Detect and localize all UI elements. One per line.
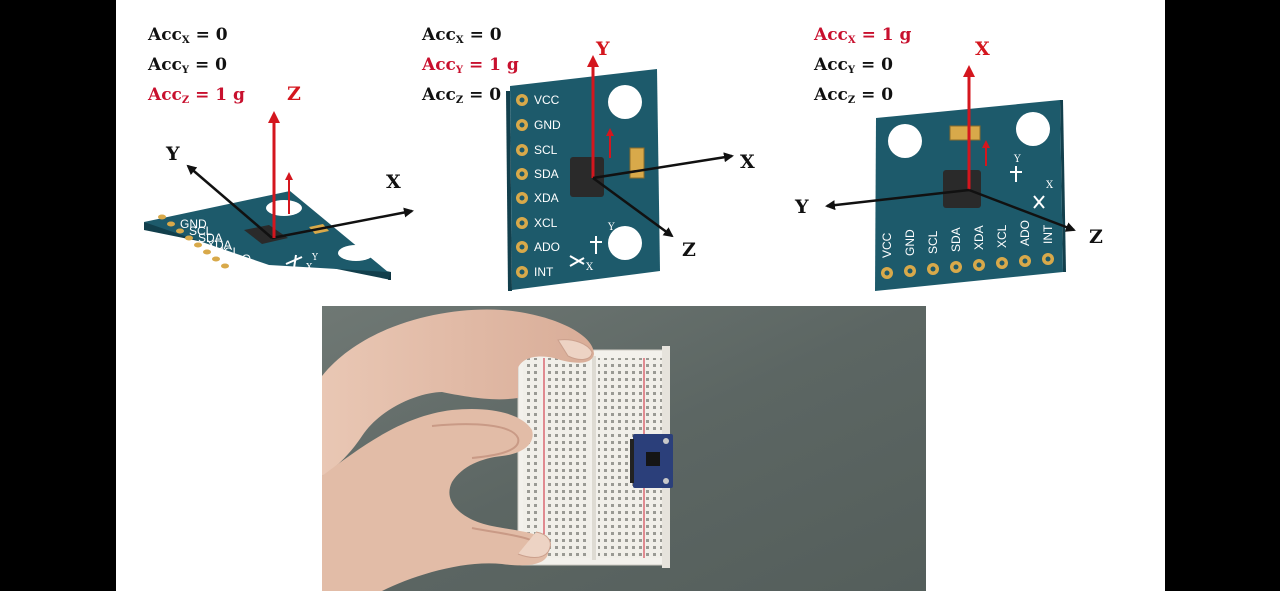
mounting-hole bbox=[1016, 112, 1050, 146]
pin-label: SCL bbox=[189, 224, 213, 238]
pin-label: SDA bbox=[949, 227, 963, 252]
mounting-hole bbox=[608, 85, 642, 119]
y-axis-arrow bbox=[186, 164, 273, 239]
mounting-hole bbox=[266, 200, 302, 216]
pin-row: VCC GND SCL SDA XDA XCL ADO INT bbox=[880, 220, 1055, 279]
board-side bbox=[506, 91, 512, 291]
pin-label: INT bbox=[234, 259, 254, 273]
equation-acc-x: AccX = 0 bbox=[422, 25, 502, 46]
z-axis-arrow bbox=[592, 176, 674, 238]
mounting-hole bbox=[338, 245, 374, 261]
equation-acc-z: AccZ = 1 g bbox=[148, 85, 245, 106]
silkscreen-axes-icon: Y X bbox=[1010, 154, 1054, 209]
capacitor bbox=[629, 147, 645, 179]
pin-pad bbox=[203, 249, 211, 255]
pin-label: VCC bbox=[534, 93, 560, 107]
pin-pad bbox=[221, 263, 229, 269]
silkscreen-axes-icon: Y X bbox=[569, 222, 615, 273]
equation-acc-z: AccZ = 0 bbox=[422, 85, 502, 106]
pin-label: XCL bbox=[995, 224, 1009, 248]
equation-acc-z: AccZ = 0 bbox=[814, 85, 894, 106]
pin-label: SDA bbox=[198, 231, 223, 245]
board-side bbox=[388, 272, 391, 280]
panel2-equations: AccX = 0 AccY = 1 g AccZ = 0 bbox=[422, 23, 519, 113]
panel1-equations: AccX = 0 AccY = 0 AccZ = 1 g bbox=[148, 23, 245, 113]
imu-chip bbox=[943, 170, 981, 208]
pin-pad bbox=[176, 228, 184, 234]
board-flat: VCC GND SCL SDA XDA XCL ADO INT Y X bbox=[123, 191, 391, 280]
pin-label: SCL bbox=[926, 230, 940, 254]
pin-pad bbox=[158, 214, 166, 220]
pin-pad bbox=[194, 242, 202, 248]
z-axis-label: Z bbox=[1089, 226, 1103, 248]
slide-canvas: AccX = 0 AccY = 0 AccZ = 1 g AccX = 0 Ac… bbox=[116, 0, 1165, 591]
pin-label: ADO bbox=[1018, 220, 1032, 246]
svg-text:X: X bbox=[586, 262, 594, 273]
svg-text:X: X bbox=[1046, 180, 1054, 191]
breadboard-photo bbox=[322, 306, 926, 591]
board-side bbox=[1060, 100, 1066, 272]
pin-label: VCC bbox=[123, 209, 151, 223]
y-axis-label: Y bbox=[794, 196, 809, 218]
pin-label: SDA bbox=[534, 167, 559, 181]
equation-acc-y: AccY = 0 bbox=[814, 55, 893, 76]
pin-column: VCC GND SCL SDA XDA XCL ADO INT bbox=[516, 93, 561, 279]
z-axis-label: Z bbox=[682, 239, 696, 261]
pin-label: XDA bbox=[207, 238, 232, 252]
pin-label: VCC bbox=[880, 232, 894, 258]
mpu6050-module bbox=[630, 434, 673, 488]
equation-acc-x: AccX = 1 g bbox=[814, 25, 912, 46]
x-axis-label: X bbox=[975, 38, 990, 60]
z-axis-arrow bbox=[968, 188, 1076, 232]
pin-label: XDA bbox=[972, 225, 986, 250]
y-axis-label: Y bbox=[595, 38, 610, 60]
pin-pad bbox=[185, 235, 193, 241]
pin-label: ADO bbox=[534, 240, 560, 254]
pin-label: ADO bbox=[225, 252, 251, 266]
board-upright: VCC GND SCL SDA XDA XCL ADO INT Y X bbox=[506, 69, 660, 291]
z-axis-label: Z bbox=[287, 83, 301, 105]
pin-label: GND bbox=[180, 217, 207, 231]
capacitor bbox=[949, 125, 981, 141]
pin-label: GND bbox=[534, 118, 561, 132]
pin-label: SCL bbox=[534, 143, 558, 157]
orientation-diagrams: VCC GND SCL SDA XDA XCL ADO INT Y X Z X … bbox=[123, 38, 1103, 291]
y-axis-label: Y bbox=[165, 143, 180, 165]
hand bbox=[322, 309, 594, 591]
x-axis-label: X bbox=[740, 151, 755, 173]
pin-row: VCC GND SCL SDA XDA XCL ADO INT bbox=[123, 209, 254, 273]
svg-text:Y: Y bbox=[607, 222, 615, 233]
silkscreen-axes-icon: Y X bbox=[285, 253, 319, 273]
pin-label: XDA bbox=[534, 191, 559, 205]
pin-pad bbox=[212, 256, 220, 262]
pin-label: XCL bbox=[534, 216, 558, 230]
y-axis-arrow bbox=[825, 188, 970, 211]
x-axis-arrow bbox=[592, 152, 734, 180]
pin-label: INT bbox=[1041, 224, 1055, 244]
mounting-hole bbox=[608, 226, 642, 260]
x-axis-arrow bbox=[271, 207, 414, 240]
pin-pad bbox=[167, 221, 175, 227]
imu-chip bbox=[570, 157, 604, 197]
equation-acc-y: AccY = 1 g bbox=[422, 55, 519, 76]
equation-acc-y: AccY = 0 bbox=[148, 55, 227, 76]
panel3-equations: AccX = 1 g AccY = 0 AccZ = 0 bbox=[814, 23, 911, 113]
svg-text:Y: Y bbox=[1013, 154, 1021, 165]
board-rotated: VCC GND SCL SDA XDA XCL ADO INT Y X bbox=[875, 100, 1066, 291]
pin-label: XCL bbox=[216, 245, 240, 259]
svg-text:X: X bbox=[306, 263, 313, 273]
pin-label: INT bbox=[534, 265, 554, 279]
x-axis-label: X bbox=[386, 171, 401, 193]
svg-text:Y: Y bbox=[311, 253, 319, 263]
pin-label: GND bbox=[903, 229, 917, 256]
mounting-hole bbox=[888, 124, 922, 158]
equation-acc-x: AccX = 0 bbox=[148, 25, 228, 46]
